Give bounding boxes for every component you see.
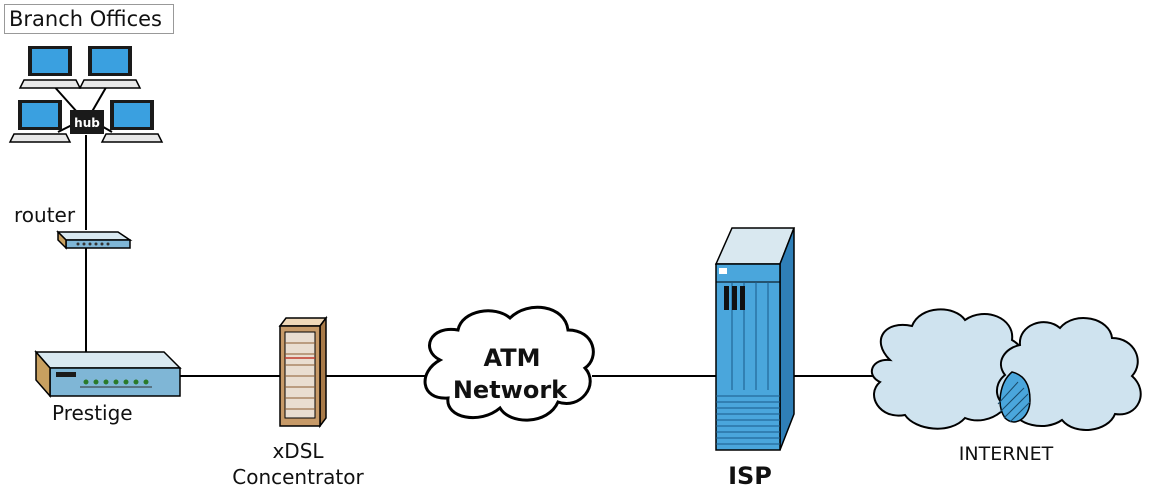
atm-cloud-icon [423,305,595,422]
hub-label: hub [74,116,100,130]
computer-icon [18,46,82,89]
internet-label: INTERNET [959,443,1054,465]
internet-cloud-icon [870,308,1142,432]
computer-icon [78,46,142,89]
prestige-label: Prestige [52,401,133,425]
concentrator-label-line1: xDSL [272,439,324,463]
atm-label-line2: Network [453,376,568,404]
atm-label-line1: ATM [484,344,541,372]
isp-server-icon [714,227,796,451]
concentrator-label-line2: Concentrator [232,465,364,489]
computer-icon [100,100,164,143]
isp-label: ISP [728,462,772,490]
hub-icon: hub [70,110,104,134]
diagram-title: Branch Offices [4,4,174,34]
prestige-icon [34,350,182,398]
router-icon [56,230,133,250]
computer-icon [8,100,72,143]
concentrator-icon [278,315,328,429]
router-label: router [14,203,76,227]
